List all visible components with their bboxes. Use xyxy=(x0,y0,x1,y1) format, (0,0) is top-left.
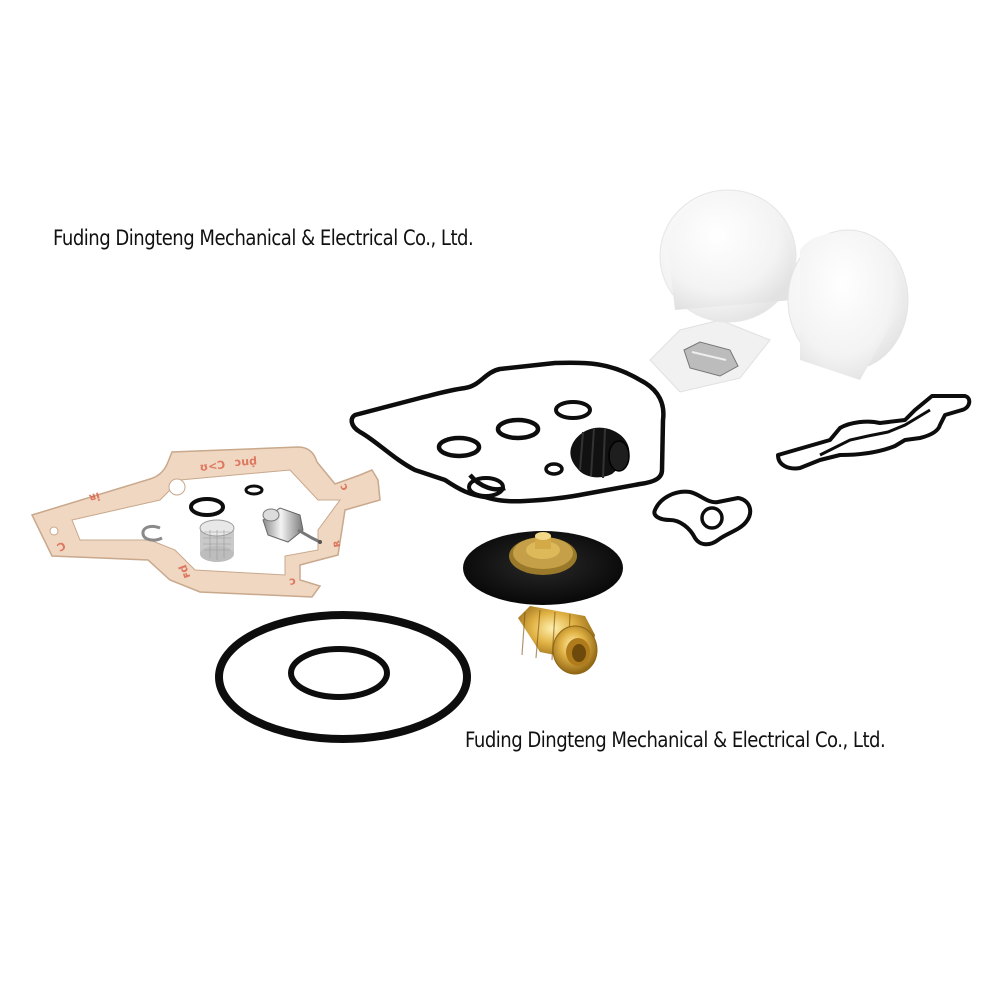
float-needle-clip xyxy=(683,341,739,377)
large-o-ring xyxy=(215,611,471,743)
watermark-bottom: Fuding Dingteng Mechanical & Electrical … xyxy=(465,728,886,752)
medium-o-ring xyxy=(288,646,390,700)
svg-text:ᴚ: ᴚ xyxy=(330,539,344,548)
svg-text:pⅎ: pⅎ xyxy=(177,563,194,581)
shaped-seal-small xyxy=(652,489,753,547)
accelerator-pump-boot xyxy=(570,427,630,479)
shaped-seal-long xyxy=(776,394,972,471)
diaphragm xyxy=(463,531,623,605)
svg-text:ɔ: ɔ xyxy=(288,574,297,588)
e-clip xyxy=(141,524,163,542)
float xyxy=(649,189,909,393)
svg-text:ɔuḍ: ɔuḍ xyxy=(234,454,257,469)
small-o-rings xyxy=(189,400,592,517)
watermark-top: Fuding Dingteng Mechanical & Electrical … xyxy=(53,226,474,250)
brass-jet xyxy=(518,606,598,675)
seal-ring xyxy=(700,506,724,530)
svg-text:ᴚᴉ: ᴚᴉ xyxy=(87,488,101,503)
float-bowl-gasket xyxy=(349,360,666,504)
float-needle-valve xyxy=(262,507,322,544)
svg-text:ʊ<Ɔ: ʊ<Ɔ xyxy=(199,458,226,474)
filter-screen xyxy=(199,519,235,562)
